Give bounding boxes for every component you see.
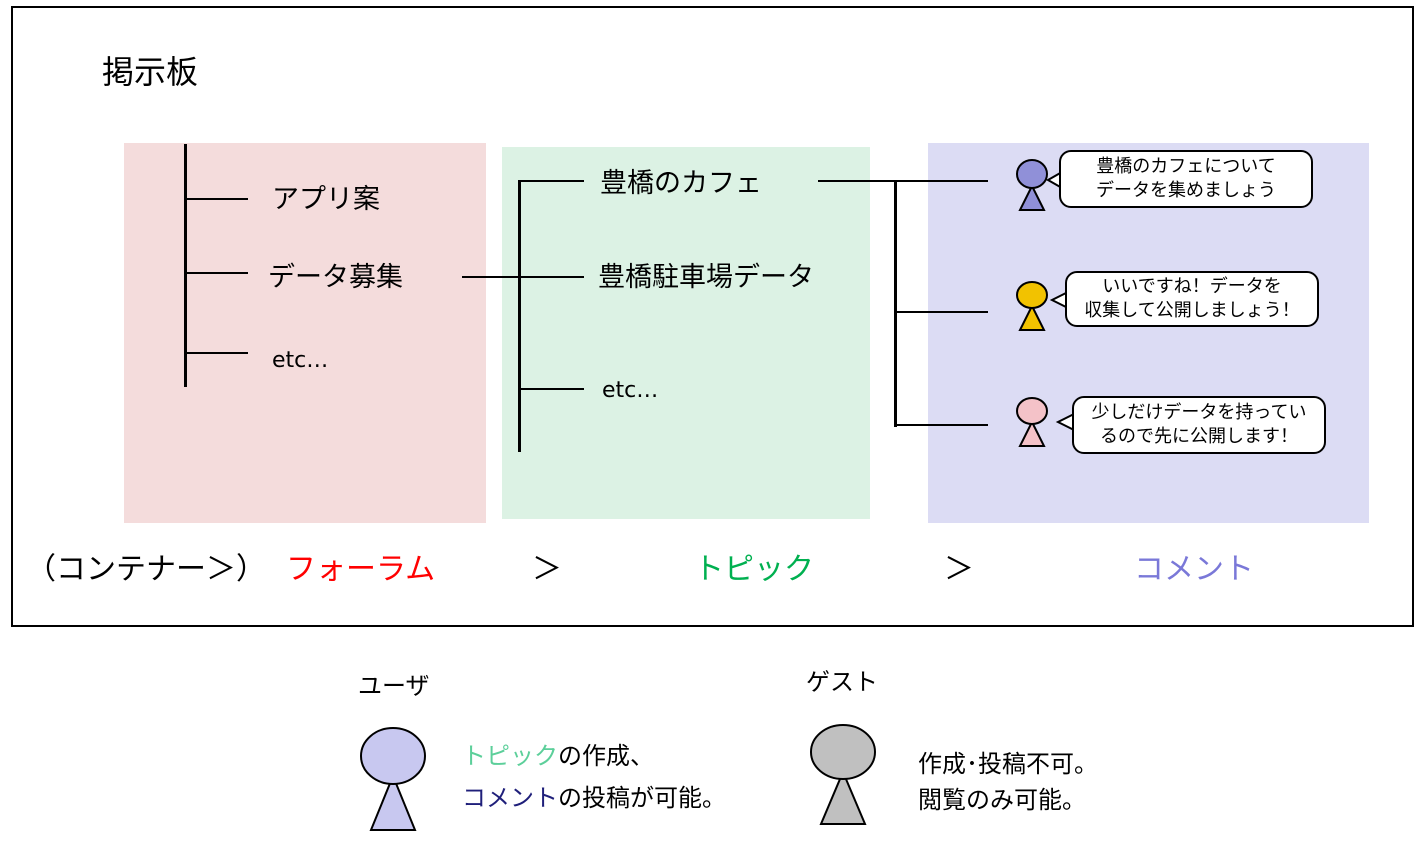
topic-level-label: トピック [694,552,814,587]
guest-description-line2: 閲覧のみ可能。 [918,786,1086,814]
forum-branch [186,198,248,200]
topic-item[interactable]: etc… [602,378,659,403]
guest-description-line1: 作成･投稿不可。 [918,750,1098,778]
forum-item[interactable]: etc… [272,348,329,373]
topic-branch [520,388,584,390]
comment-text: いいですね！データを [1102,276,1282,297]
forum-item[interactable]: アプリ案 [272,184,380,215]
comment-text: 少しだけデータを持ってい [1091,402,1307,423]
guest-role-label: ゲスト [806,668,878,696]
commenter-avatar-icon [1016,159,1048,211]
comment-tree-trunk [894,180,897,427]
comment-level-label: コメント [1134,552,1254,587]
comment-text: データを集めましょう [1096,180,1276,201]
topic-tree-trunk [518,180,521,452]
topic-panel [502,147,870,519]
topic-branch [520,180,584,182]
topic-item[interactable]: 豊橋駐車場データ [598,262,814,293]
comment-branch [896,424,988,426]
forum-tree-trunk [184,144,187,387]
comment-bubble[interactable]: 少しだけデータを持ってい るので先に公開します！ [1072,396,1326,454]
comment-bubble[interactable]: いいですね！データを 収集して公開しましょう！ [1065,271,1319,327]
container-label: （コンテナー＞） [26,552,266,587]
separator-arrow: ＞ [944,552,974,587]
speech-tail-icon [1045,171,1063,189]
commenter-avatar-icon [1016,281,1048,331]
forum-topic-connector [462,276,584,278]
forum-branch [186,272,248,274]
forum-item[interactable]: データ募集 [268,262,403,293]
speech-tail-icon [1055,413,1075,431]
board-title: 掲示板 [102,53,199,91]
comment-bubble[interactable]: 豊橋のカフェについて データを集めましょう [1059,150,1313,208]
comment-text: 豊橋のカフェについて [1096,156,1276,177]
comment-text: 収集して公開しましょう！ [1084,300,1300,321]
comment-branch [896,311,988,313]
desc-text: の投稿が可能。 [558,784,726,812]
forum-level-label: フォーラム [286,552,436,587]
user-description-line1: トピックの作成、 [462,744,654,768]
topic-term: トピック [462,742,558,770]
speech-tail-icon [1049,291,1069,309]
board-frame [11,6,1414,627]
topic-comment-connector [818,180,988,182]
guest-avatar-icon [810,724,876,825]
separator-arrow: ＞ [532,552,562,587]
user-description-line2: コメントの投稿が可能。 [462,786,726,810]
comment-term: コメント [462,784,558,812]
commenter-avatar-icon [1016,397,1048,447]
user-avatar-icon [360,727,426,831]
user-role-label: ユーザ [358,672,430,700]
topic-item[interactable]: 豊橋のカフェ [600,168,762,199]
comment-text: るので先に公開します！ [1100,426,1298,447]
desc-text: の作成、 [558,742,654,770]
forum-branch [186,352,248,354]
